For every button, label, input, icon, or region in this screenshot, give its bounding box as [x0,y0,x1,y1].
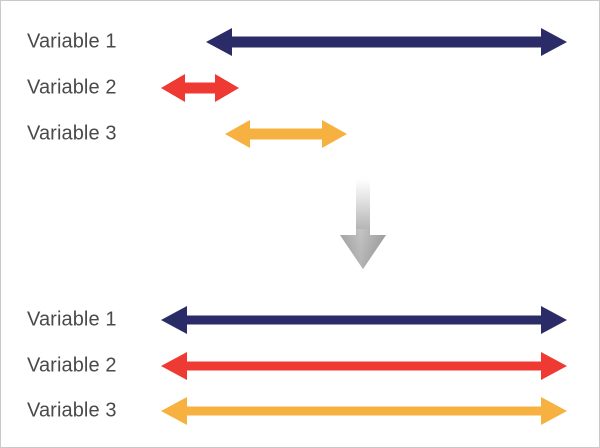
variable-2-arrow-top [161,71,239,105]
before-label-variable-3: Variable 3 [27,122,117,145]
variable-1-arrow-top [206,25,567,59]
variable-3-arrow-bottom [161,394,567,428]
after-row-variable-3: Variable 3 [1,388,600,434]
after-label-variable-3: Variable 3 [27,399,117,422]
before-row-variable-1: Variable 1 [1,19,600,65]
after-row-variable-1: Variable 1 [1,297,600,343]
before-label-variable-2: Variable 2 [27,76,117,99]
before-row-variable-2: Variable 2 [1,65,600,111]
variable-2-arrow-bottom [161,349,567,383]
before-label-variable-1: Variable 1 [27,30,117,53]
before-row-variable-3: Variable 3 [1,111,600,157]
down-arrow-icon [339,179,387,269]
after-label-variable-1: Variable 1 [27,308,117,331]
variable-3-arrow-top [225,117,347,151]
after-row-variable-2: Variable 2 [1,343,600,389]
after-label-variable-2: Variable 2 [27,354,117,377]
variable-1-arrow-bottom [161,303,567,337]
